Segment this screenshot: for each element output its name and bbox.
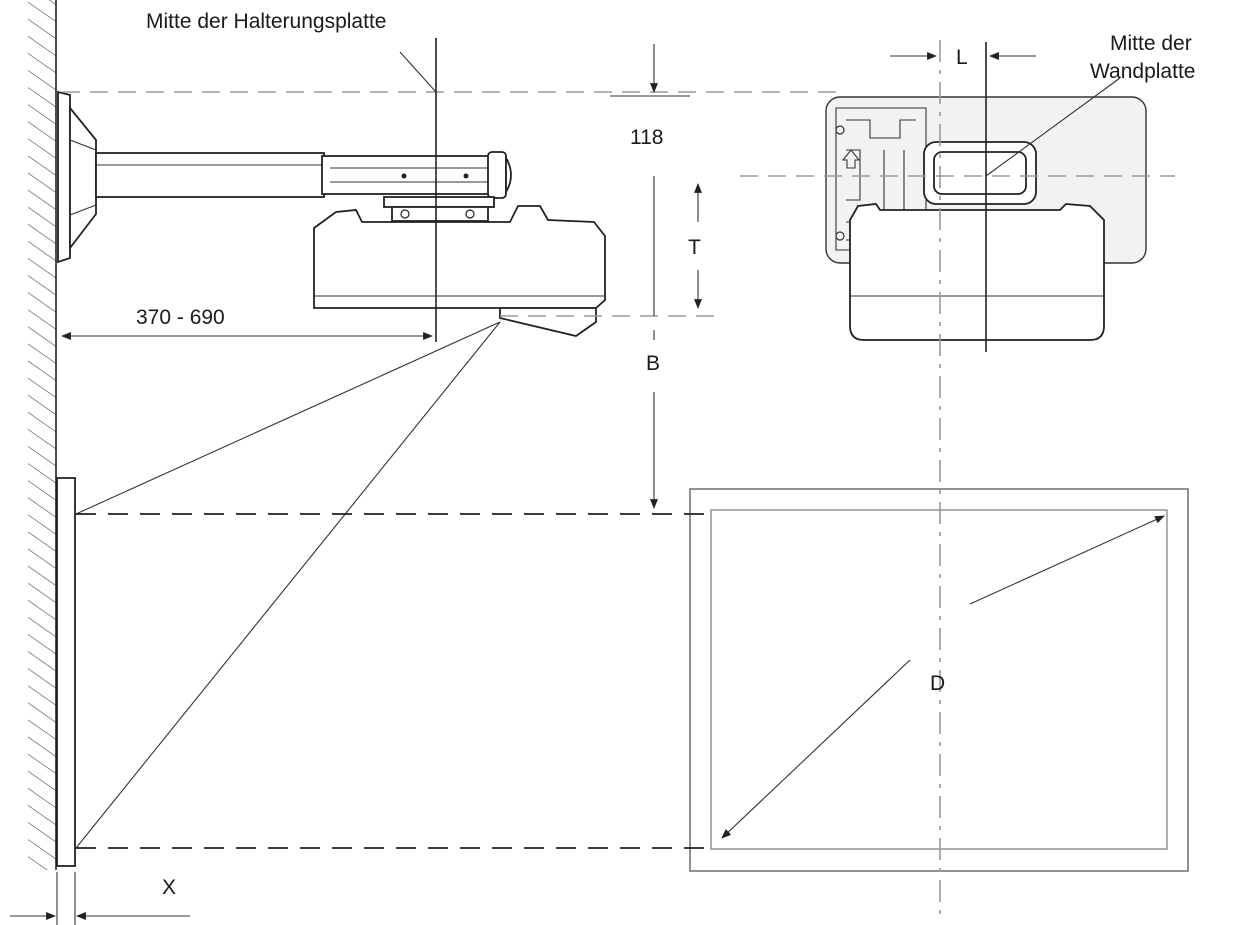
front-view-projector (849, 141, 1105, 341)
side-view-projector (313, 205, 606, 337)
dimension-118-label: 118 (630, 126, 663, 149)
wall (28, 0, 57, 870)
wall-plate-center-line (985, 42, 1121, 352)
side-view-mount-arm (57, 90, 512, 264)
guide-lines (62, 40, 1175, 920)
dimension-b-label: B (646, 352, 660, 375)
dimension-d-label: D (930, 672, 945, 695)
dimension-range-label: 370 - 690 (136, 306, 225, 329)
wall-plate-center-label-line1: Mitte der (1110, 32, 1192, 55)
bracket-center-label: Mitte der Halterungsplatte (146, 10, 386, 33)
dimension-x (10, 872, 190, 925)
front-view-screen (689, 488, 1189, 872)
dimension-l-label: L (956, 46, 968, 69)
dimension-d (721, 515, 1165, 839)
projection-rays (75, 321, 501, 849)
bracket-center-line (399, 38, 437, 342)
dimension-118 (610, 44, 690, 97)
dimension-t-label: T (688, 236, 701, 259)
dimension-x-label: X (162, 876, 176, 899)
side-view-screen (56, 477, 76, 867)
wall-plate-center-label-line2: Wandplatte (1090, 60, 1195, 83)
